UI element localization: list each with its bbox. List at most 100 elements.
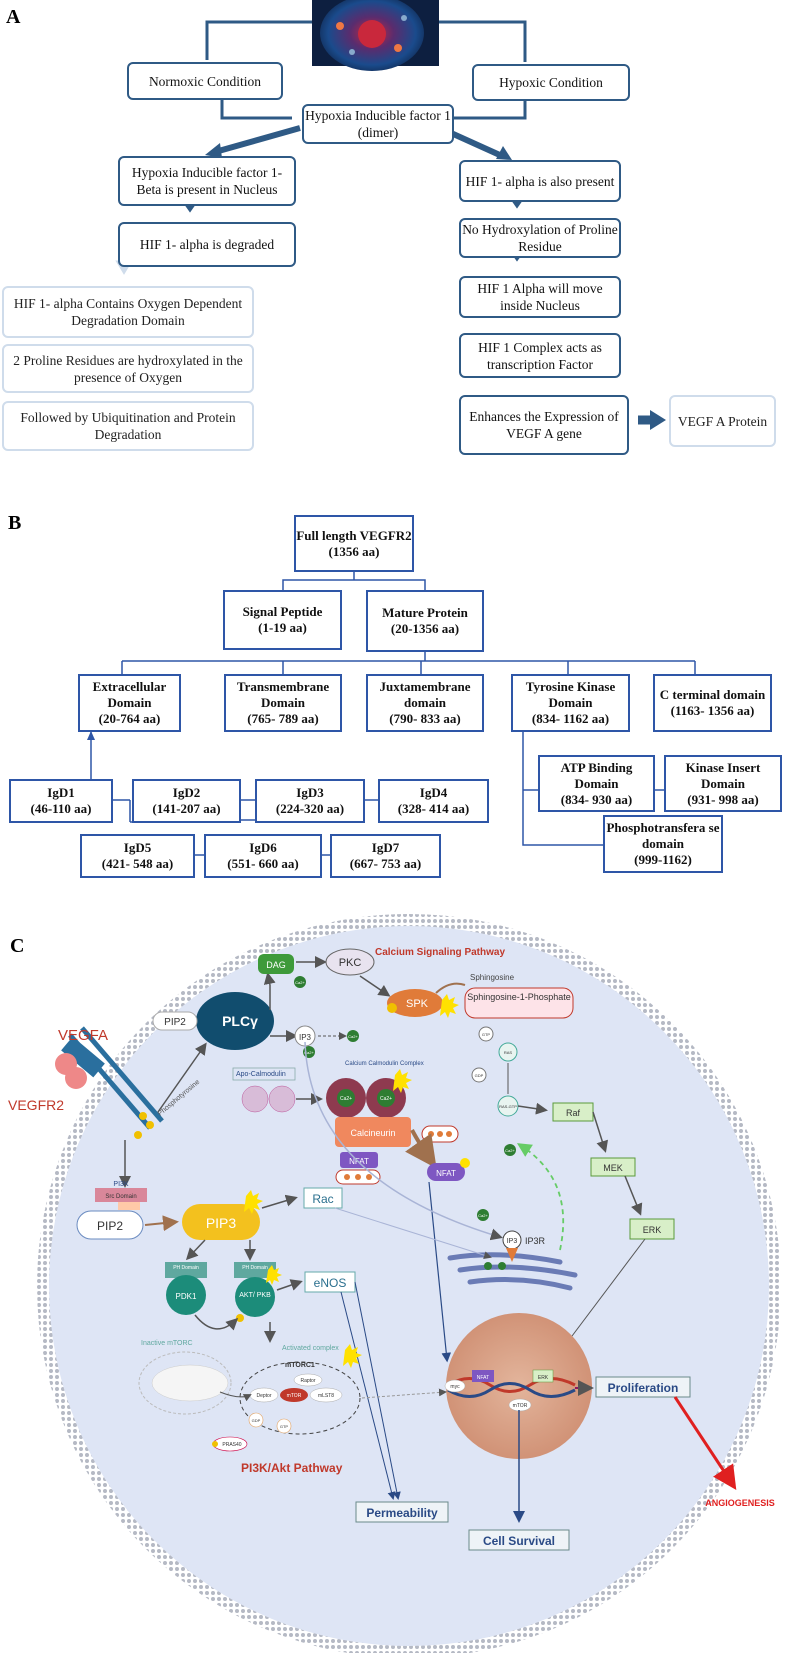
spk-star (440, 994, 459, 1018)
left-step-1: Hypoxia Inducible factor 1- Beta is pres… (118, 156, 296, 206)
signal-peptide-range: (1-19 aa) (258, 620, 307, 635)
cell-survival-box (468, 1529, 570, 1551)
akt-label: AKT/ PKB (239, 1292, 271, 1299)
mek-label: MEK (603, 1163, 623, 1173)
s1p-label: Sphingosine-1-Phosphate (467, 992, 571, 1002)
root-box: Full length VEGFR2 (1356 aa) (294, 515, 414, 572)
raptor-label: Raptor (300, 1378, 315, 1384)
right-step-3: HIF 1 Alpha will move inside Nucleus (459, 276, 621, 318)
igd1-box: IgD1 (46-110 aa) (9, 779, 113, 823)
atp-binding-domain-box: ATP Binding Domain (834- 930 aa) (538, 755, 655, 812)
apo-calmodulin-shape-1 (241, 1085, 269, 1113)
igd3-box: IgD3 (224-320 aa) (255, 779, 365, 823)
right-step-1: HIF 1- alpha is also present (459, 160, 621, 202)
sphingosine-label: Sphingosine (470, 973, 515, 982)
panel-b-letter: B (8, 512, 22, 534)
erk-shape (629, 1218, 675, 1240)
cell-cytoplasm (49, 926, 769, 1646)
apo-calmodulin-label: Apo-Calmodulin (236, 1071, 286, 1078)
igd7-title: IgD7 (371, 840, 400, 855)
igd2-box: IgD2 (141-207 aa) (132, 779, 241, 823)
signal-peptide-box: Signal Peptide (1-19 aa) (223, 590, 342, 650)
igd5-range: (421- 548 aa) (101, 856, 174, 871)
myc-label: myc (450, 1384, 460, 1390)
left-step-3: HIF 1- alpha Contains Oxygen Dependent D… (2, 286, 254, 338)
right-step-4: HIF 1 Complex acts as transcription Fact… (459, 333, 621, 378)
panel-c-letter: C (10, 935, 25, 957)
igd3-range: (224-320 aa) (275, 801, 345, 816)
ph-domain-label-1: PH Domain (173, 1265, 199, 1271)
ca-calmodulin-label: Calcium Calmodulin Complex (345, 1061, 424, 1067)
ca-dot-1 (294, 976, 306, 988)
nfat-label-nucleus: NFAT (477, 1375, 489, 1381)
gtp-top-label: GTP (482, 1032, 491, 1037)
pkc-label: PKC (339, 957, 362, 969)
pi3k-pathway-label-line1: PI3K/Akt Pathway (241, 1461, 343, 1475)
ph-domain-1 (165, 1262, 207, 1278)
igd2-range: (141-207 aa) (152, 801, 221, 816)
extracellular-range: (20-764 aa) (98, 711, 161, 726)
gdp-label-2: GDP (252, 1418, 261, 1423)
pi3k-shape (95, 1188, 147, 1202)
hif-dimer-box: Hypoxia Inducible factor 1 (dimer) (302, 104, 454, 144)
calcium-pathway-label: Calcium Signaling Pathway (375, 947, 505, 958)
igd6-range: (551- 660 aa) (227, 856, 299, 871)
raf-label: Raf (566, 1108, 581, 1118)
transmembrane-range: (765- 789 aa) (247, 711, 319, 726)
proliferation-label: Proliferation (608, 1381, 679, 1395)
ca-dot-6 (504, 1144, 516, 1156)
left-step-4: 2 Proline Residues are hydroxylated in t… (2, 344, 254, 393)
calcineurin-shape (335, 1117, 411, 1147)
proliferation-box (595, 1376, 691, 1398)
spk-shape (387, 989, 443, 1017)
c-terminal-domain-box: C terminal domain (1163- 1356 aa) (653, 674, 772, 732)
juxtamembrane-title: Juxtamembrane domain (379, 679, 471, 710)
juxtamembrane-domain-box: Juxtamembrane domain (790- 833 aa) (366, 674, 484, 732)
deptor-label: Deptor (256, 1393, 271, 1399)
extracellular-title: Extracellular Domain (92, 679, 167, 710)
calmodulin-star (393, 1069, 412, 1093)
spk-label: SPK (406, 998, 429, 1010)
pi3k-label: PI3K (113, 1181, 129, 1188)
igd4-range: (328- 414 aa) (397, 801, 470, 816)
ca-label-6: Ca2+ (505, 1148, 515, 1153)
transmembrane-title: Transmembrane Domain (236, 679, 330, 710)
mlst8-label: mLST8 (318, 1393, 334, 1399)
plcg-shape (196, 992, 274, 1050)
phosphotransferase-domain-box: Phosphotransfera se domain (999-1162) (603, 815, 723, 873)
igd1-range: (46-110 aa) (30, 801, 92, 816)
normoxic-box: Normoxic Condition (127, 62, 283, 100)
gdp-label: GDP (475, 1073, 484, 1078)
ip3-label-2: IP3 (507, 1238, 518, 1245)
dag-label: DAG (266, 960, 286, 970)
root-range: (1356 aa) (328, 543, 380, 559)
hypoxic-box: Hypoxic Condition (472, 64, 630, 101)
nfat-shape-1 (340, 1152, 378, 1168)
ras-gtp-label: RAS-GTP (499, 1104, 517, 1109)
right-step-2: No Hydroxylation of Proline Residue (459, 218, 621, 258)
kinase-insert-range: (931- 998 aa) (687, 791, 759, 807)
calcineurin-label: Calcineurin (350, 1128, 395, 1138)
inactive-mtorc-label: Inactive mTORC (141, 1340, 193, 1347)
right-step-5: Enhances the Expression of VEGF A gene (459, 395, 629, 455)
mature-protein-range: (20-1356 aa) (390, 621, 460, 636)
kinase-insert-domain-box: Kinase Insert Domain (931- 998 aa) (664, 755, 782, 812)
nfat-shape-2 (427, 1163, 465, 1181)
ras-shape (498, 1042, 518, 1062)
angiogenesis-label: ANGIOGENESIS (705, 1498, 775, 1508)
pip3-shape (182, 1204, 260, 1240)
ph-domain-label-2: PH Domain (242, 1265, 268, 1271)
activated-complex-label: Activated complex (282, 1345, 339, 1352)
endoplasmic-reticulum (447, 1252, 578, 1291)
phosphotransferase-title: Phosphotransfera se domain (606, 820, 720, 851)
ca-dot-2 (347, 1030, 359, 1042)
permeability-box (355, 1501, 449, 1523)
mtor-label: mTOR (287, 1393, 302, 1399)
igd5-box: IgD5 (421- 548 aa) (80, 834, 195, 878)
transmembrane-domain-box: Transmembrane Domain (765- 789 aa) (224, 674, 342, 732)
atp-binding-title: ATP Binding Domain (560, 759, 633, 791)
ca-label-5: Ca2+ (380, 1096, 392, 1102)
akt-shape (235, 1277, 275, 1317)
vegfa-label: VEGFA (58, 1027, 108, 1044)
igd4-box: IgD4 (328- 414 aa) (378, 779, 489, 823)
